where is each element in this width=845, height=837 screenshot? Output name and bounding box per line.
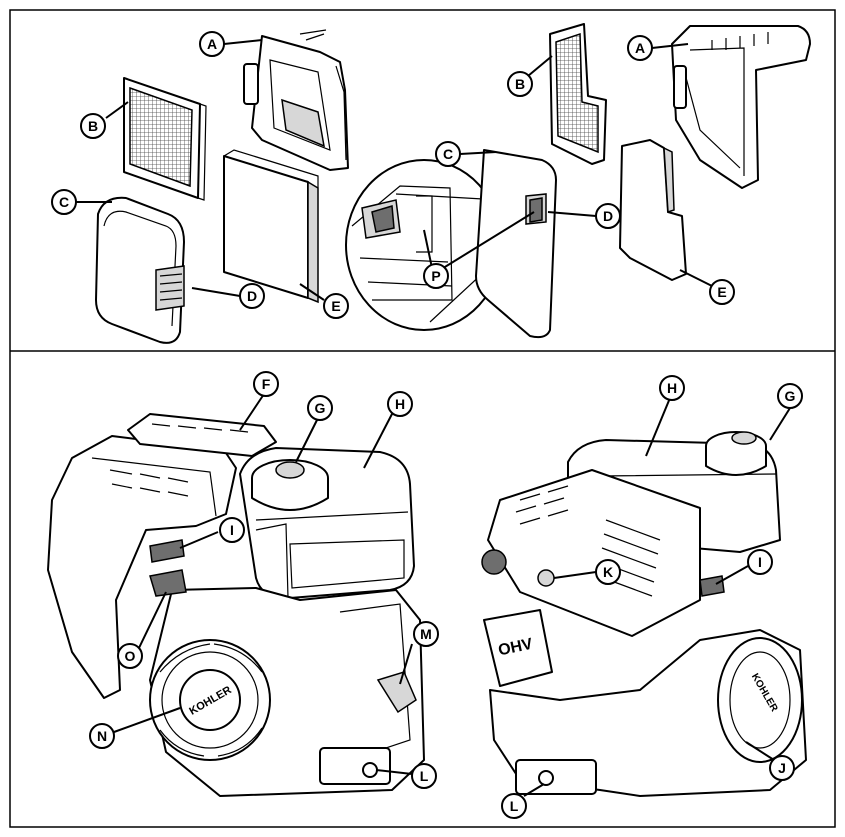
svg-text:N: N [97,728,107,744]
svg-text:L: L [510,798,519,814]
svg-text:D: D [603,208,613,224]
callout-e-left: E [323,293,349,319]
callout-p: P [423,263,449,289]
svg-text:I: I [230,522,234,538]
svg-text:C: C [59,194,69,210]
callout-l-left: L [411,763,437,789]
callout-h-right: H [659,375,685,401]
svg-text:M: M [420,626,432,642]
callout-n: N [89,723,115,749]
callout-c-left: C [51,189,77,215]
callout-a-left: A [199,31,225,57]
air-cleaner-base-left [243,29,349,171]
svg-text:A: A [635,40,645,56]
callout-f: F [253,371,279,397]
svg-text:I: I [758,554,762,570]
svg-text:F: F [262,376,271,392]
foam-precleaner-left [223,149,319,304]
svg-text:O: O [125,648,136,664]
air-cleaner-base-right [671,25,811,189]
svg-text:A: A [207,36,217,52]
callout-l-right: L [501,793,527,819]
detail-inset [345,159,539,331]
svg-text:E: E [331,298,340,314]
callout-d-left: D [239,283,265,309]
diagram-frame [9,9,836,828]
callout-b-right: B [507,71,533,97]
callout-m: M [413,621,439,647]
svg-text:H: H [667,380,677,396]
callout-b-left: B [80,113,106,139]
paper-element-right [549,23,607,165]
callout-i-right: I [747,549,773,575]
air-cleaner-cover-right [475,149,557,339]
engine-left-view: KOHLER [47,413,425,797]
callout-e-right: E [709,279,735,305]
callout-o: O [117,643,143,669]
engine-right-view: OHV KOHLER [481,431,807,797]
valve-cover-mark: OHV [497,636,535,660]
svg-text:P: P [431,268,440,284]
callout-h-left: H [387,391,413,417]
svg-text:C: C [443,146,453,162]
svg-text:L: L [420,768,429,784]
svg-text:E: E [717,284,726,300]
callout-i-left: I [219,517,245,543]
svg-text:H: H [395,396,405,412]
callout-k: K [595,559,621,585]
air-cleaner-cover-left [95,196,185,344]
callout-c-right: C [435,141,461,167]
paper-element-left [123,77,207,201]
callout-g-left: G [307,395,333,421]
foam-precleaner-right [619,139,687,281]
svg-text:G: G [315,400,326,416]
svg-text:J: J [778,760,786,776]
svg-text:G: G [785,388,796,404]
callout-d-right: D [595,203,621,229]
callout-g-right: G [777,383,803,409]
svg-text:B: B [88,118,98,134]
callout-a-right: A [627,35,653,61]
svg-text:K: K [603,564,613,580]
svg-text:D: D [247,288,257,304]
callout-j: J [769,755,795,781]
svg-text:B: B [515,76,525,92]
